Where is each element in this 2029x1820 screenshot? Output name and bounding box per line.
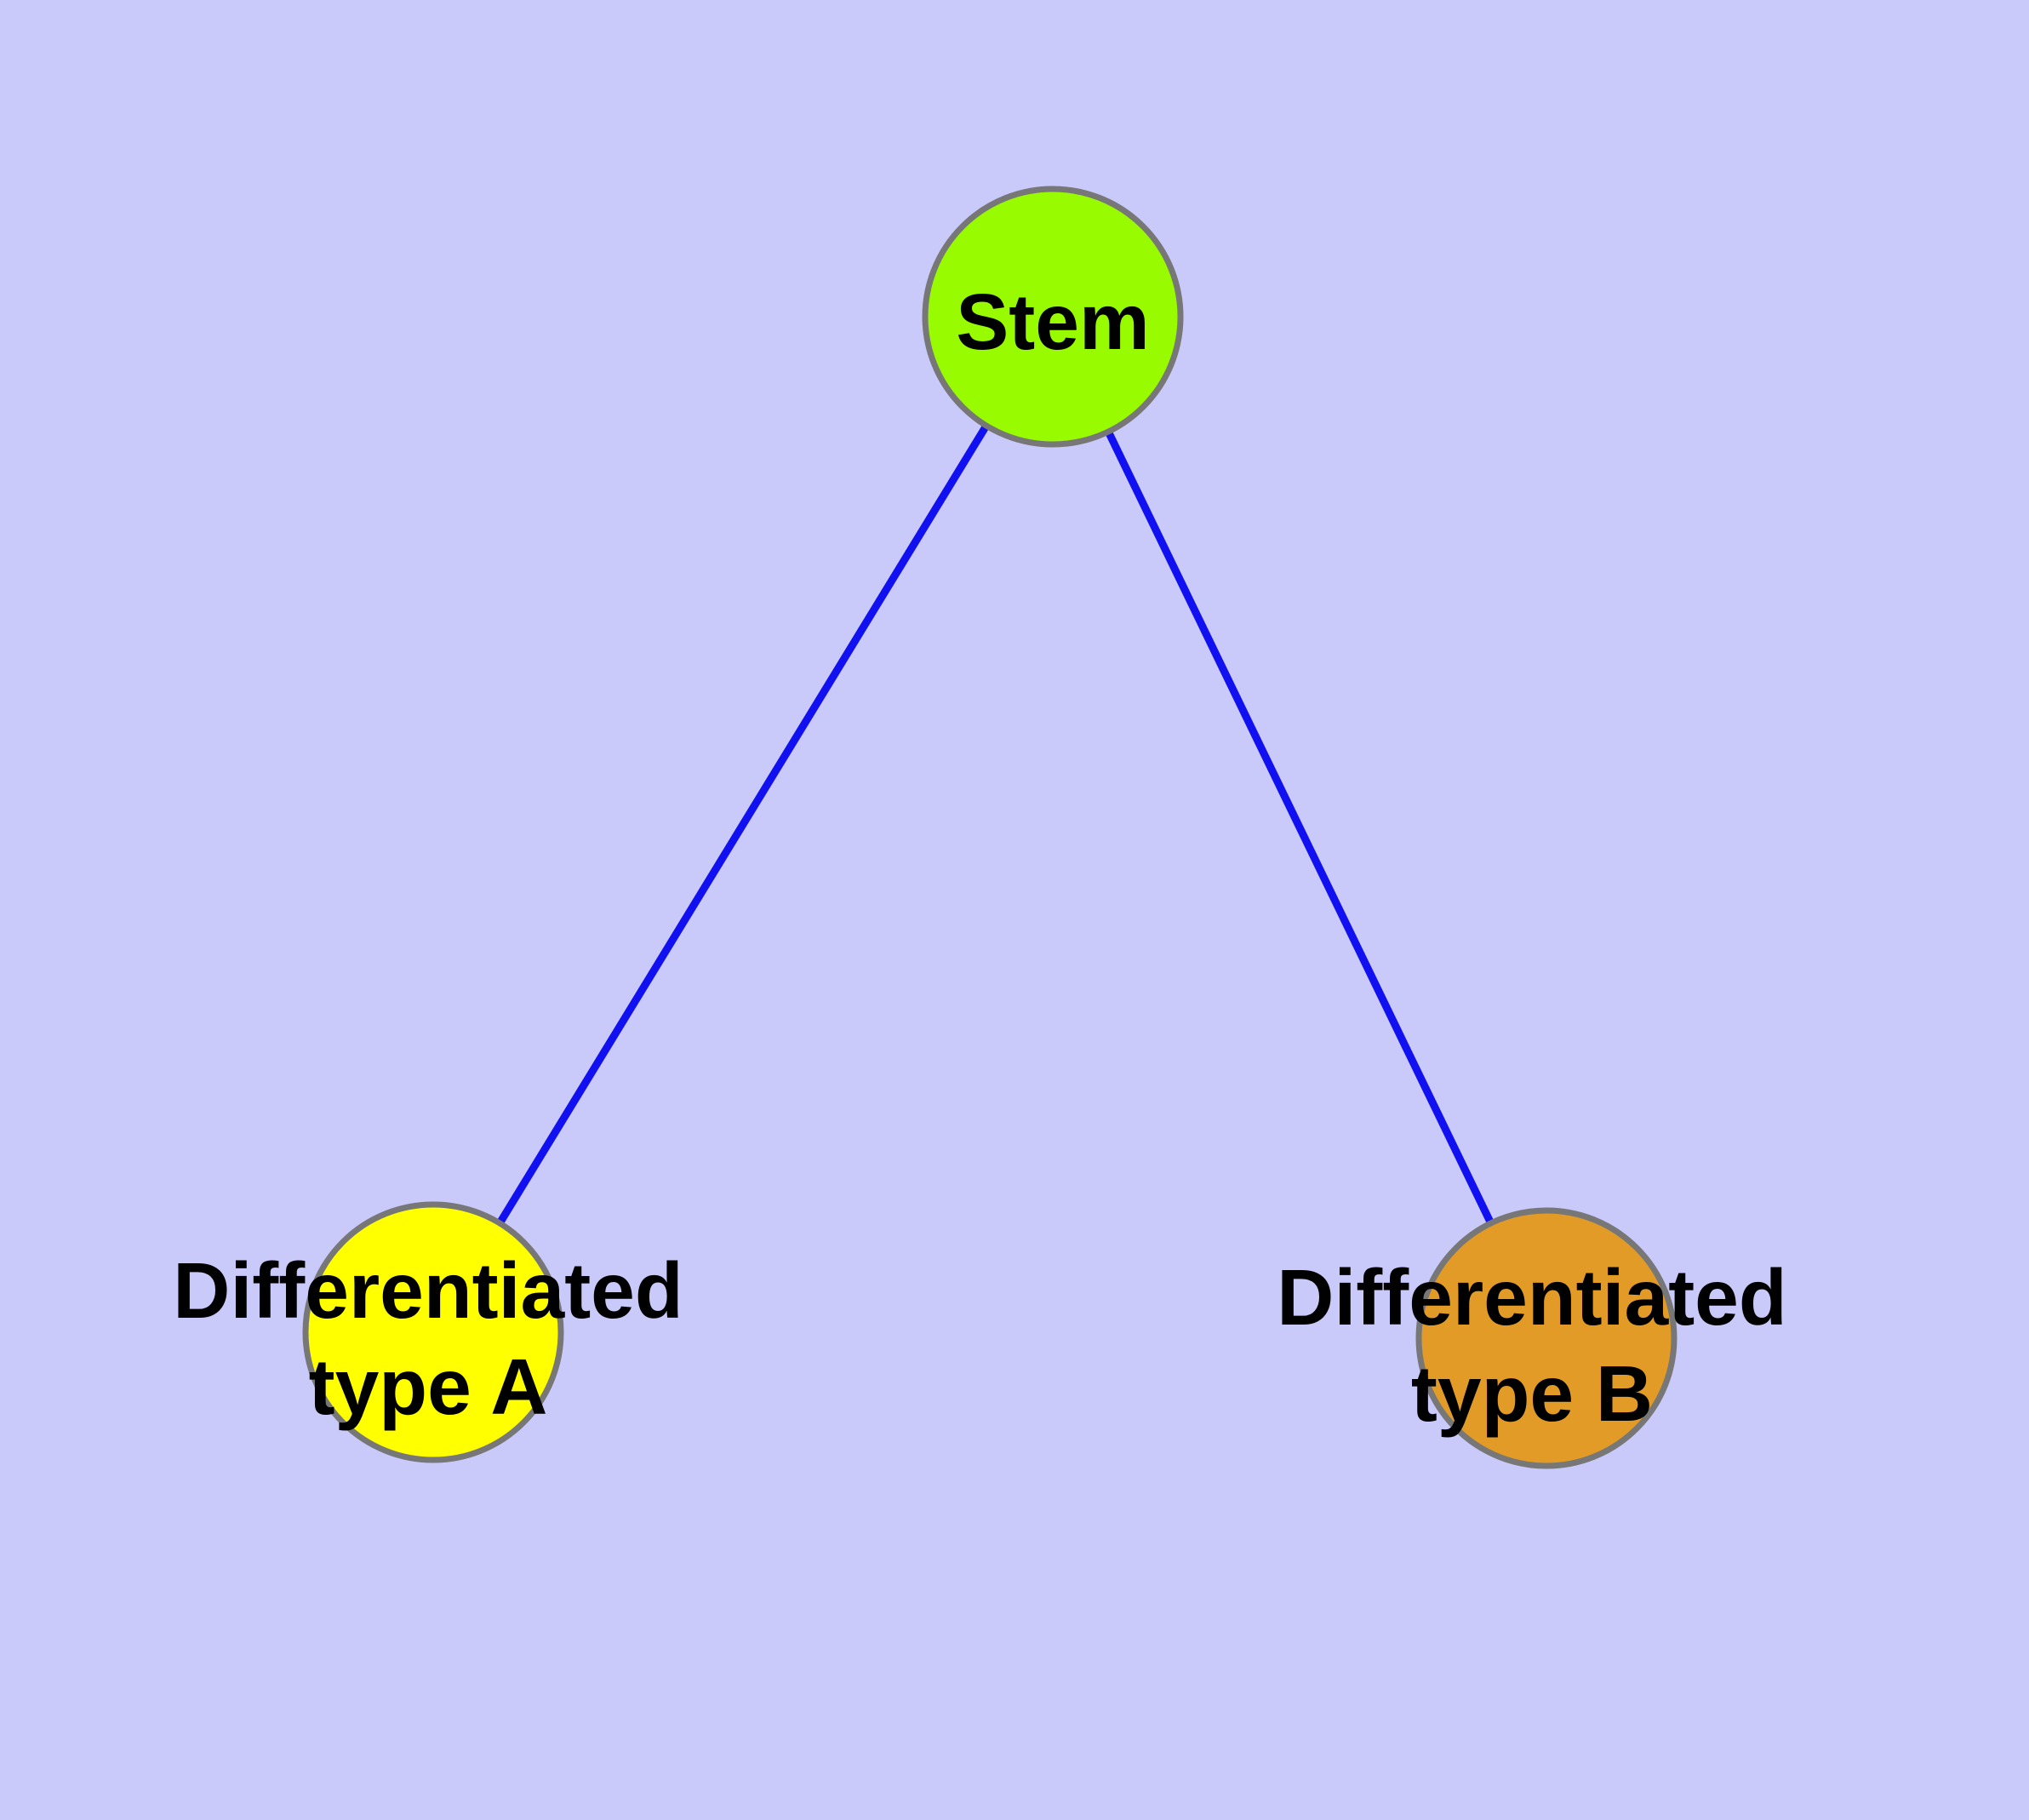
node-type-b-label-line2: type B	[1411, 1349, 1653, 1438]
node-type-a-label-line1: Differentiated	[173, 1246, 683, 1335]
node-stem	[922, 186, 1184, 448]
edge-stem-to-type-a	[430, 314, 1056, 1335]
node-stem-label: Stem	[956, 278, 1149, 366]
node-differentiated-type-b	[1415, 1207, 1677, 1469]
node-type-b-label-line1: Differentiated	[1277, 1253, 1786, 1342]
node-differentiated-type-a	[302, 1201, 564, 1463]
node-type-a-label-line2: type A	[309, 1342, 548, 1431]
edge-stem-to-type-b	[1049, 315, 1551, 1340]
